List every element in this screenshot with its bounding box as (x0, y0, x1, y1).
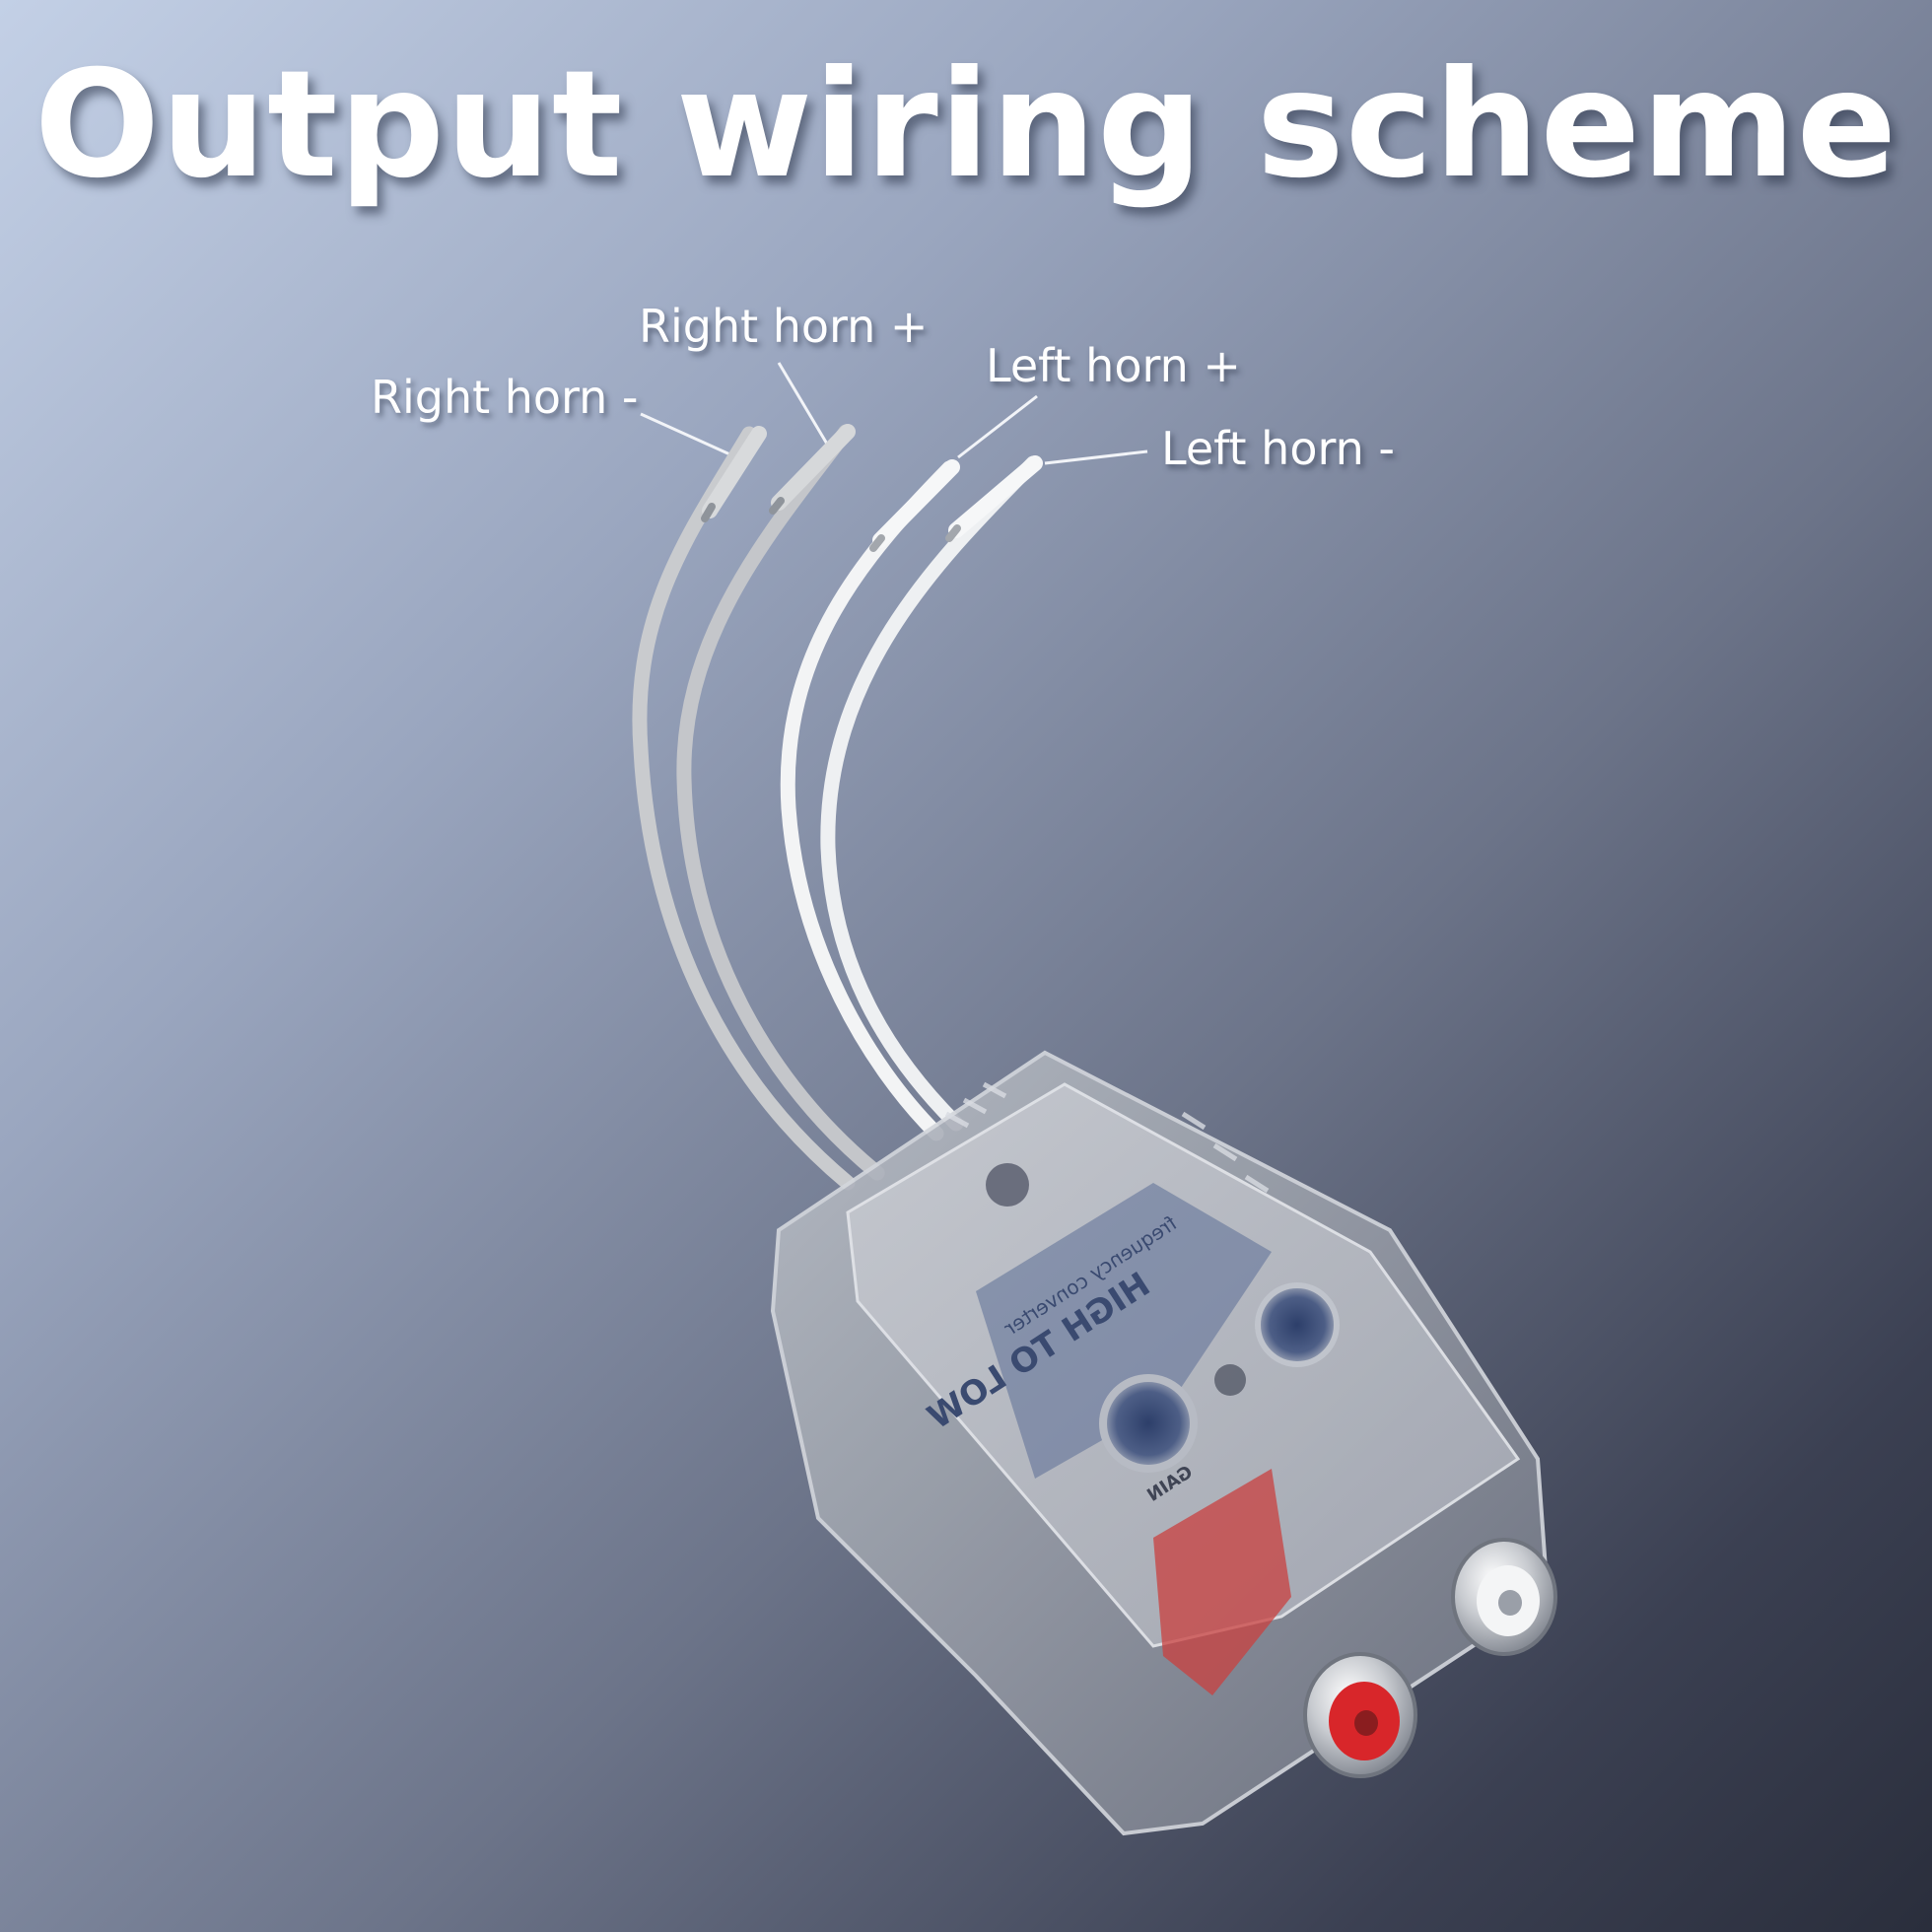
wire-right-horn-minus (632, 426, 856, 1191)
wire-right-horn-plus (676, 424, 885, 1181)
tip-right-minus (702, 426, 767, 518)
adjust-hole-top (1255, 1282, 1340, 1367)
leader-left-minus (1044, 449, 1148, 465)
tip-right-plus (771, 424, 856, 511)
rca-right-jack (1451, 1538, 1557, 1656)
label-left-horn-minus: Left horn - (1161, 422, 1395, 475)
label-right-horn-minus: Right horn - (371, 371, 639, 424)
wires (632, 424, 1041, 1191)
leader-right-minus (640, 412, 735, 458)
leader-lines (640, 362, 1148, 465)
leader-left-plus (957, 394, 1038, 459)
board-panel (976, 1183, 1272, 1479)
tip-left-plus (872, 459, 960, 548)
tip-left-minus (948, 455, 1043, 538)
indicator-dot (1214, 1364, 1246, 1396)
converter-box: HIGH TO LOW frequency converter GAIN (770, 1050, 1557, 1836)
wire-tips (701, 424, 1043, 552)
gain-knob-hole (1099, 1374, 1198, 1473)
page-title: Output wiring scheme (34, 39, 1898, 211)
label-right-horn-plus: Right horn + (639, 300, 929, 353)
label-left-horn-plus: Left horn + (986, 339, 1241, 392)
screw-hole (986, 1163, 1029, 1207)
wire-left-horn-plus (780, 460, 957, 1141)
wire-left-horn-minus (820, 455, 1041, 1132)
leader-right-plus (777, 362, 830, 447)
red-components (1153, 1469, 1291, 1695)
rca-left-jack (1303, 1652, 1417, 1778)
